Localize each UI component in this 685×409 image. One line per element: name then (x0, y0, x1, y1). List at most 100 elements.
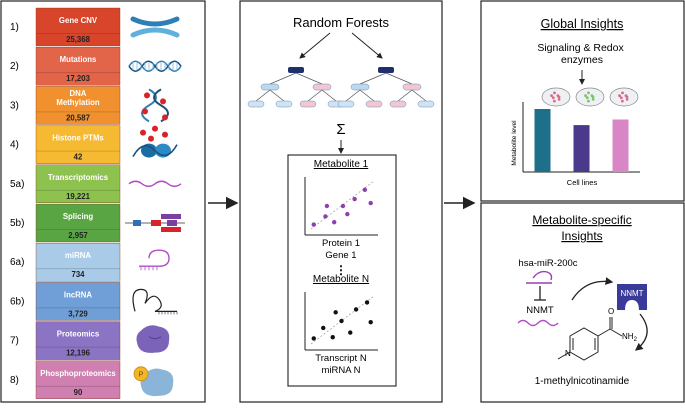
layer-block (35, 203, 121, 243)
bar (534, 109, 551, 172)
catalysis-arrow (634, 313, 648, 351)
layer-block (35, 86, 121, 125)
nucleosome-icon (132, 125, 178, 158)
scatter-point (364, 300, 370, 305)
omics-layer-row: 6b) lncRNA 3,729 (10, 282, 178, 321)
layer-name: Splicing (63, 212, 94, 221)
metabolite-1-title: Metabolite 1 (314, 159, 369, 170)
phosphoprotein-icon: P (133, 366, 174, 397)
omics-layer-row: 1) Gene CNV 25,368 (10, 7, 180, 47)
layer-index: 6a) (10, 257, 24, 268)
layer-count: 42 (74, 153, 83, 162)
cell-culture-dishes (541, 87, 639, 107)
layer-block (35, 242, 121, 282)
scatter-point (324, 203, 330, 209)
omics-layer-row: 6a) miRNA 734 (10, 242, 170, 282)
nnmt-transcript-icon (517, 319, 559, 327)
layer-index: 5a) (10, 179, 24, 190)
arrow-to-tree-1 (299, 32, 331, 59)
scatter-trendline (310, 180, 375, 230)
petri-dish (609, 87, 639, 107)
scatter-trendline (310, 295, 375, 345)
omics-layer-row: 2) Mutations 17,203 (10, 47, 182, 86)
bar (573, 125, 590, 172)
mirna-label: hsa-miR-200c (518, 258, 577, 269)
decision-trees (247, 67, 435, 108)
layer-name: Gene CNV (59, 16, 98, 25)
layer-block (35, 360, 121, 399)
methylnicotinamide-structure (557, 317, 623, 361)
scatter-point (368, 200, 373, 206)
scatter-point (353, 307, 359, 312)
layer-name: lncRNA (64, 290, 93, 299)
rna-strand-icon (128, 180, 182, 188)
scatter-point (323, 214, 328, 219)
scatter-point (311, 222, 316, 227)
layer-count: 19,221 (66, 192, 91, 201)
layer-block (35, 321, 121, 360)
layer-name: Phosphoproteomics (40, 369, 116, 378)
layer-index: 2) (10, 61, 19, 72)
metabolite-insights-panel (480, 202, 685, 403)
signaling-enzymes-label: Signaling & Redox enzymes (537, 42, 626, 66)
metabolite-bar-chart (522, 102, 640, 173)
layer-name: Transcriptomics (48, 173, 109, 182)
splicing-icon (125, 214, 185, 232)
sum-symbol: Σ (336, 121, 345, 138)
layer-block (35, 47, 121, 86)
layer-index: 7) (10, 336, 19, 347)
layer-count: 734 (71, 270, 85, 279)
molecule-nitrogen: N (565, 349, 571, 358)
metabolite-n-title: Metabolite N (313, 274, 369, 285)
scatter-point (348, 330, 353, 335)
metabolite-1-scatter (304, 177, 378, 236)
nnmt-enzyme-icon (617, 284, 647, 310)
layer-index: 6b) (10, 296, 24, 307)
layer-index: 8) (10, 375, 19, 386)
layer-name: miRNA (65, 251, 91, 260)
nnmt-gene-label: NNMT (526, 305, 554, 316)
layer-index: 4) (10, 140, 19, 151)
bar (612, 119, 629, 172)
protein-icon (136, 325, 170, 353)
metabolite-n-scatter (304, 292, 378, 351)
layer-block (35, 164, 121, 204)
layer-name: Proteomics (57, 330, 100, 339)
layer-count: 2,957 (68, 231, 88, 240)
layer-name: Mutations (60, 55, 97, 64)
scatter-point (339, 318, 344, 324)
layer-index: 1) (10, 22, 19, 33)
specific-insights-title-2: Insights (561, 229, 602, 243)
layer-count: 20,587 (66, 113, 90, 122)
arrow-to-tree-2 (351, 32, 383, 59)
global-insights-title: Global Insights (541, 17, 624, 31)
random-forests-title: Random Forests (293, 15, 390, 30)
molecule-amine: NH2 (622, 332, 638, 343)
specific-insights-title-1: Metabolite-specific (532, 213, 631, 227)
layer-count: 3,729 (68, 309, 88, 318)
translation-arrow (571, 277, 614, 301)
layer-count: 25,368 (66, 35, 91, 44)
layer-count: 17,203 (66, 74, 91, 83)
metabolite-1-feature-1: Protein 1 (322, 238, 360, 249)
metabolite-models-box (287, 154, 397, 387)
metabolite-1-feature-2: Gene 1 (325, 250, 356, 261)
layer-block (35, 282, 121, 321)
omics-layer-row: 5b) Splicing 2,957 (10, 203, 185, 243)
lncrna-loops-icon (132, 288, 178, 315)
y-axis-label: Metabolite level (511, 120, 518, 166)
mirna-small-icon (532, 270, 553, 281)
petri-dish (541, 87, 571, 107)
scatter-point (332, 220, 337, 225)
scatter-point (330, 335, 335, 340)
scatter-point (368, 319, 373, 325)
layer-index: 5b) (10, 218, 24, 229)
scatter-point (321, 325, 326, 331)
layer-index: 3) (10, 100, 19, 111)
